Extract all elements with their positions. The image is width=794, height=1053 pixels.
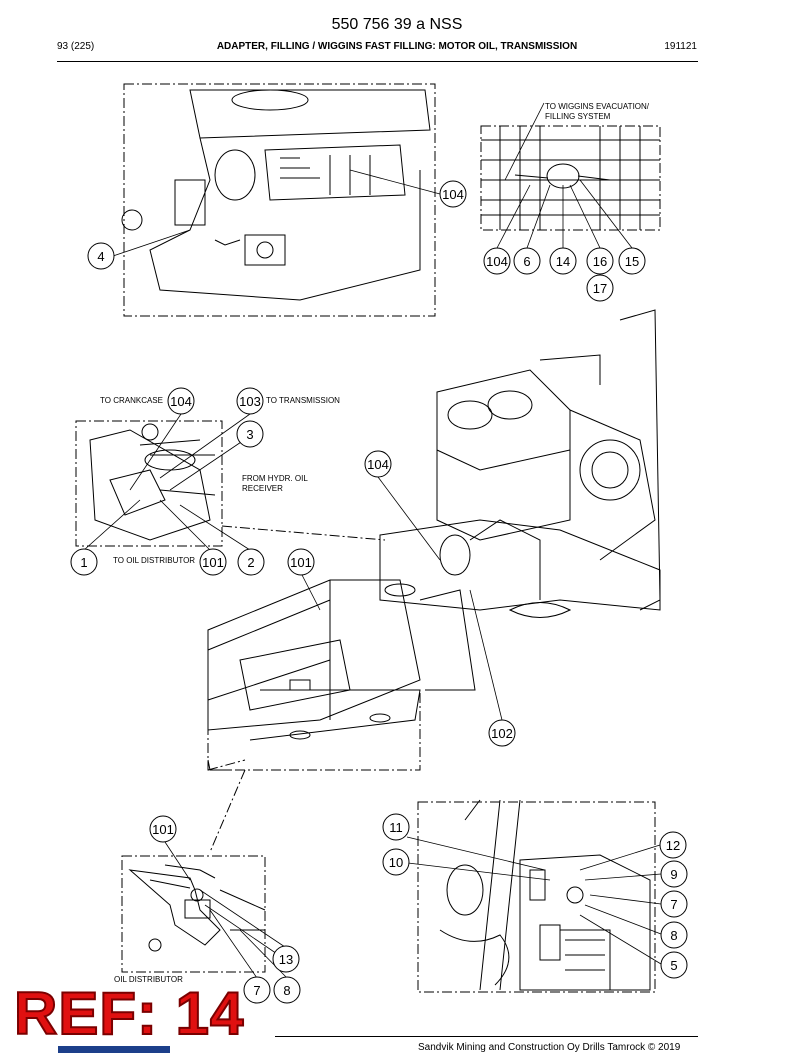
callout-8-a: 8	[273, 976, 301, 1004]
svg-text:1: 1	[80, 555, 87, 570]
svg-text:10: 10	[389, 855, 403, 870]
svg-text:16: 16	[593, 254, 607, 269]
note-wiggins-line2: FILLING SYSTEM	[545, 112, 611, 121]
svg-text:7: 7	[253, 983, 260, 998]
svg-text:101: 101	[152, 822, 174, 837]
svg-text:6: 6	[523, 254, 530, 269]
detail-frame-engine-top	[123, 83, 436, 317]
callout-16: 16	[586, 247, 614, 275]
callout-104-d: 104	[364, 450, 392, 478]
date-code: 191121	[664, 41, 697, 52]
svg-text:104: 104	[170, 394, 192, 409]
callout-15: 15	[618, 247, 646, 275]
svg-text:3: 3	[246, 427, 253, 442]
note-hydr-line1: FROM HYDR. OIL	[242, 474, 308, 483]
callout-4: 4	[87, 242, 115, 270]
header-rule	[57, 61, 698, 62]
svg-text:13: 13	[279, 952, 293, 967]
wiggins-grid-sketch	[481, 126, 660, 230]
callout-1: 1	[70, 548, 98, 576]
svg-text:101: 101	[202, 555, 224, 570]
note-to-oil-distributor: TO OIL DISTRIBUTOR	[113, 556, 196, 565]
callout-13: 13	[272, 945, 300, 973]
svg-text:17: 17	[593, 281, 607, 296]
callout-104-a: 104	[439, 180, 467, 208]
detail-frame-crankcase	[75, 420, 386, 547]
svg-text:7: 7	[670, 897, 677, 912]
callout-7-a: 7	[243, 976, 271, 1004]
callout-2: 2	[237, 548, 265, 576]
note-transmission: TO TRANSMISSION	[266, 396, 340, 405]
detail-frame-wiggins	[480, 125, 661, 231]
svg-text:102: 102	[491, 726, 513, 741]
note-oil-distributor: OIL DISTRIBUTOR	[114, 975, 183, 984]
detail-frame-transmission	[417, 801, 656, 993]
transmission-sketch	[439, 799, 651, 991]
svg-text:11: 11	[389, 820, 403, 835]
note-crankcase: TO CRANKCASE	[100, 396, 163, 405]
crankcase-sketch	[89, 423, 216, 541]
callout-11: 11	[382, 813, 410, 841]
svg-text:9: 9	[670, 867, 677, 882]
detail-frame-oil-distributor	[121, 769, 266, 973]
leader-lines	[83, 102, 662, 979]
callout-101-a: 101	[199, 548, 227, 576]
svg-text:15: 15	[625, 254, 639, 269]
callout-104-c: 104	[167, 387, 195, 415]
callout-14: 14	[549, 247, 577, 275]
callout-12: 12	[659, 831, 687, 859]
callout-8-b: 8	[660, 921, 688, 949]
svg-text:12: 12	[666, 838, 680, 853]
callout-103: 103	[236, 387, 264, 415]
callout-101-b: 101	[287, 548, 315, 576]
callout-17: 17	[586, 274, 614, 302]
svg-text:2: 2	[247, 555, 254, 570]
callout-102: 102	[488, 719, 516, 747]
main-machine-sketch	[207, 309, 661, 771]
document-number: 550 756 39 a NSS	[331, 16, 463, 33]
page-number: 93 (225)	[57, 41, 95, 52]
ref-stamp: REF: 14	[13, 980, 245, 1047]
footer-rule	[275, 1036, 698, 1037]
svg-text:5: 5	[670, 958, 677, 973]
svg-text:4: 4	[97, 249, 104, 264]
callout-104-b: 104	[483, 247, 511, 275]
svg-text:104: 104	[486, 254, 508, 269]
note-wiggins-line1: TO WIGGINS EVACUATION/	[545, 102, 650, 111]
callout-9: 9	[660, 860, 688, 888]
svg-text:14: 14	[556, 254, 570, 269]
footer-copyright: Sandvik Mining and Construction Oy Drill…	[418, 1042, 681, 1053]
callout-10: 10	[382, 848, 410, 876]
callout-7-b: 7	[660, 890, 688, 918]
callout-5: 5	[660, 951, 688, 979]
stamp-underbar	[58, 1046, 170, 1053]
svg-text:103: 103	[239, 394, 261, 409]
note-hydr-line2: RECEIVER	[242, 484, 283, 493]
callout-101-c: 101	[149, 815, 177, 843]
svg-text:101: 101	[290, 555, 312, 570]
svg-text:104: 104	[367, 457, 389, 472]
engine-top-sketch	[121, 89, 431, 301]
oil-distributor-sketch	[128, 864, 266, 952]
callout-3: 3	[236, 420, 264, 448]
section-title: ADAPTER, FILLING / WIGGINS FAST FILLING:…	[216, 41, 578, 52]
svg-text:104: 104	[442, 187, 464, 202]
svg-text:8: 8	[670, 928, 677, 943]
callout-6: 6	[513, 247, 541, 275]
main-frame-dashes	[207, 635, 421, 771]
svg-text:8: 8	[283, 983, 290, 998]
